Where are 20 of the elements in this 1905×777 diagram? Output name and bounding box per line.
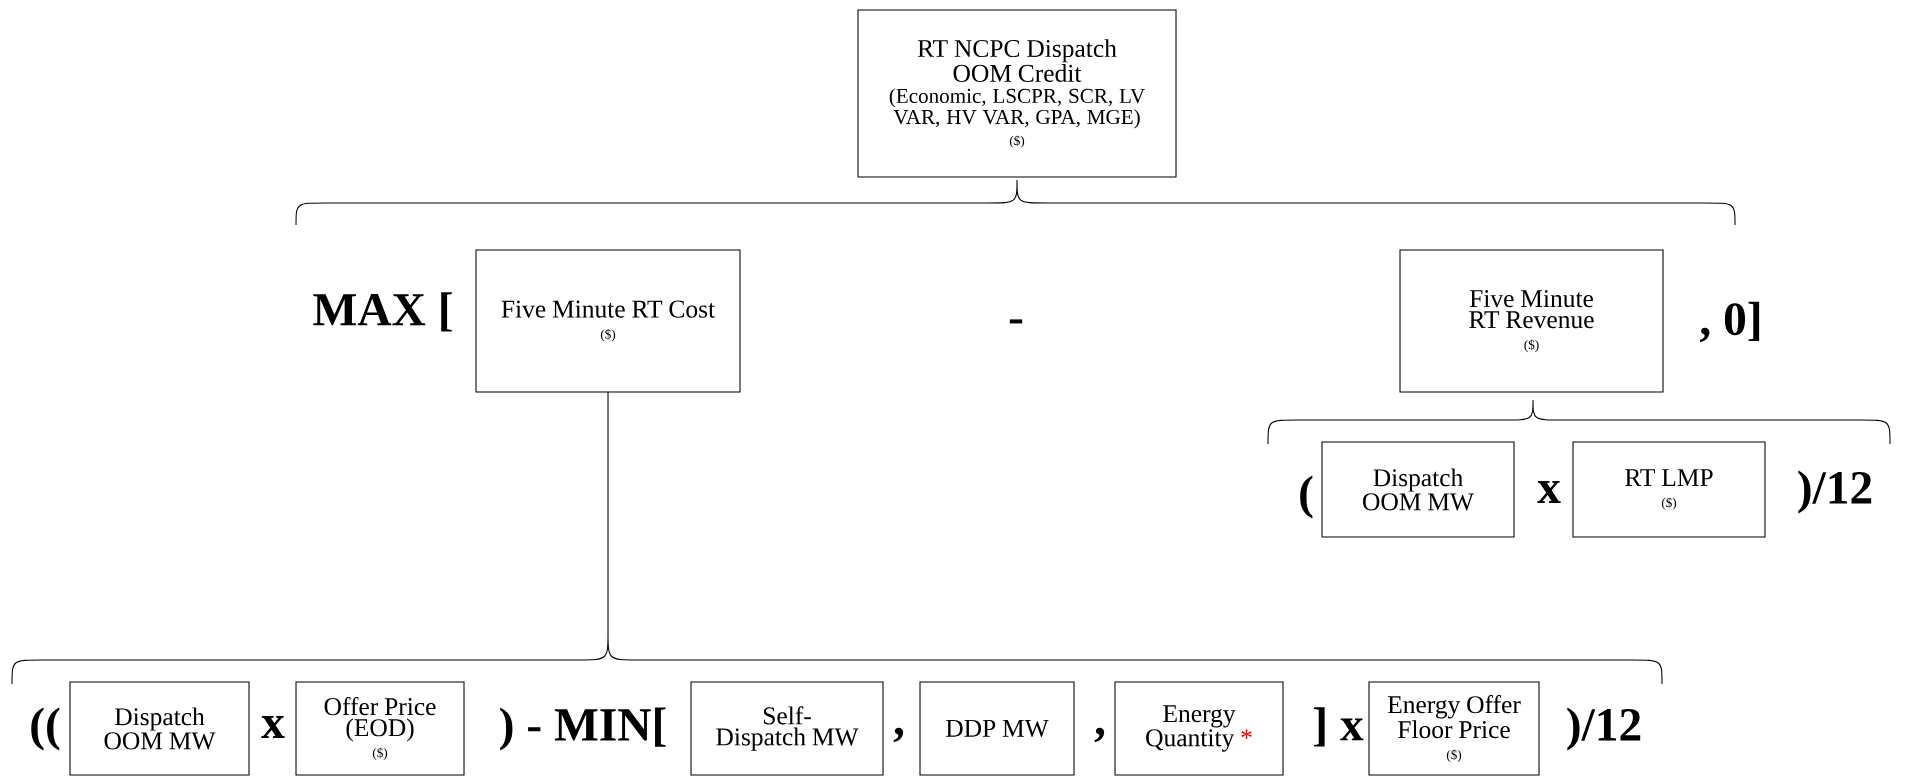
operator-text: x	[261, 716, 285, 738]
operator-text: ,	[1094, 727, 1105, 743]
formula-box: Self-Dispatch MW	[690, 681, 884, 776]
operator-text: ,	[893, 727, 904, 743]
operator-text: x	[1537, 481, 1561, 503]
operator-text: -	[1009, 319, 1023, 324]
formula-box: Energy Quantity *	[1114, 681, 1284, 776]
formula-box: Dispatch OOM MW	[69, 681, 250, 776]
formula-box: Energy Offer Floor Price ($)	[1368, 681, 1540, 776]
formula-box: Offer Price (EOD) ($)	[295, 681, 465, 776]
operator-text: (	[1300, 475, 1313, 519]
formula-box: Five Minute RT Revenue ($)	[1399, 249, 1664, 393]
operator-text: , 0]	[1700, 301, 1760, 343]
formula-box: DDP MW	[919, 681, 1075, 776]
operator-text: ] x	[1314, 707, 1364, 747]
formula-box: RT LMP ($)	[1572, 441, 1766, 538]
formula-box: Dispatch OOM MW	[1321, 441, 1515, 538]
formula-box: RT NCPC Dispatch OOM Credit (Economic, LSCPR, SCR, LV VAR, HV VAR, GPA, MGE) ($)	[857, 9, 1177, 178]
formula-box: Five Minute RT Cost ($)	[475, 249, 741, 393]
operator-text: ) - MIN[	[500, 707, 666, 751]
